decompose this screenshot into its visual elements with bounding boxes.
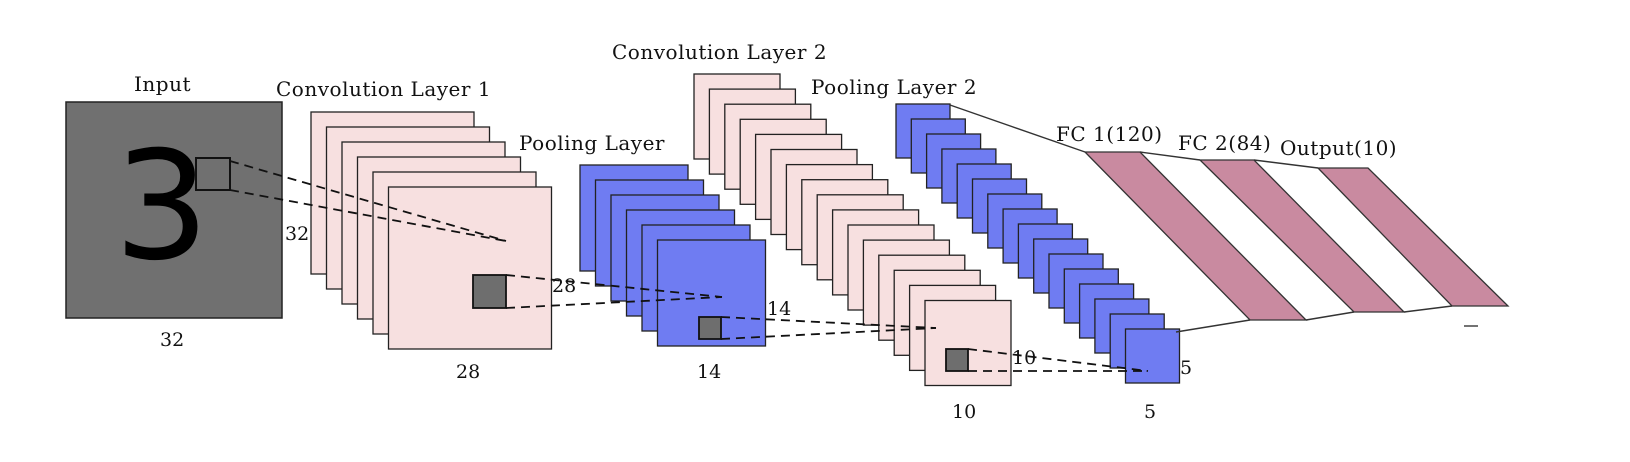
pool2-right-dim: 5 bbox=[1180, 357, 1192, 379]
pool1-feature-maps bbox=[579, 164, 767, 347]
fc1-to-fc2-edge-bottom bbox=[1305, 311, 1355, 321]
pool2-to-fc1-edge-top bbox=[949, 104, 1086, 153]
input-receptive-field bbox=[195, 157, 231, 191]
pool1-side-dim: 28 bbox=[552, 275, 576, 297]
conv2-map-16 bbox=[924, 299, 1012, 387]
pool2-feature-maps bbox=[895, 103, 1181, 384]
pool2-title: Pooling Layer 2 bbox=[811, 75, 977, 99]
fc1-to-fc2-edge-top bbox=[1139, 151, 1201, 161]
conv1-to-pool1-line-top bbox=[505, 274, 723, 298]
conv2-bottom-dim: 10 bbox=[952, 401, 976, 423]
input-to-conv1-line-bottom bbox=[229, 189, 507, 242]
pool1-to-conv2-line-top bbox=[720, 316, 937, 329]
conv2-to-pool2-line-top bbox=[967, 348, 1149, 372]
conv1-side-dim: 32 bbox=[285, 223, 309, 245]
conv2-receptive-field bbox=[945, 348, 969, 372]
pool2-map-16 bbox=[1124, 328, 1181, 384]
conv1-feature-maps bbox=[310, 111, 553, 350]
conv1-title: Convolution Layer 1 bbox=[276, 77, 491, 101]
fc2-title: FC 2(84) bbox=[1178, 131, 1271, 155]
conv2-side-dim: 14 bbox=[767, 298, 791, 320]
fc1-title: FC 1(120) bbox=[1056, 122, 1163, 146]
conv2-title: Convolution Layer 2 bbox=[612, 40, 827, 64]
fully-connected-layers: FC 1(120) FC 2(84) Output(10) bbox=[949, 104, 1510, 333]
conv1-bottom-dim: 28 bbox=[456, 361, 480, 383]
conv1-receptive-field bbox=[472, 274, 507, 309]
fc2-to-output-edge-bottom bbox=[1403, 305, 1453, 313]
input-title: Input bbox=[134, 72, 191, 96]
pool1-bottom-dim: 14 bbox=[697, 361, 721, 383]
conv1-to-pool1-line-bottom bbox=[505, 296, 723, 309]
pool1-to-conv2-line-bottom bbox=[720, 327, 937, 340]
output-title: Output(10) bbox=[1280, 136, 1397, 160]
conv2-feature-maps bbox=[693, 73, 1012, 387]
pool2-side-dim: 10 bbox=[1012, 347, 1036, 369]
output-layer bbox=[1316, 167, 1510, 307]
input-bottom-dim: 32 bbox=[160, 329, 184, 351]
input-block: 3 Input 32 bbox=[65, 72, 283, 351]
fc2-to-output-edge-top bbox=[1253, 159, 1319, 169]
receptive-field-connections bbox=[229, 160, 1149, 372]
pool1-title: Pooling Layer bbox=[519, 131, 665, 155]
pool2-to-fc1-edge-bottom bbox=[1175, 319, 1251, 333]
conv1-map-6 bbox=[387, 186, 553, 350]
pool2-bottom-dim: 5 bbox=[1144, 401, 1156, 423]
pool1-receptive-field bbox=[698, 316, 722, 340]
input-digit: 3 bbox=[114, 120, 209, 294]
input-to-conv1-line-top bbox=[229, 160, 507, 242]
input-image bbox=[65, 101, 283, 319]
